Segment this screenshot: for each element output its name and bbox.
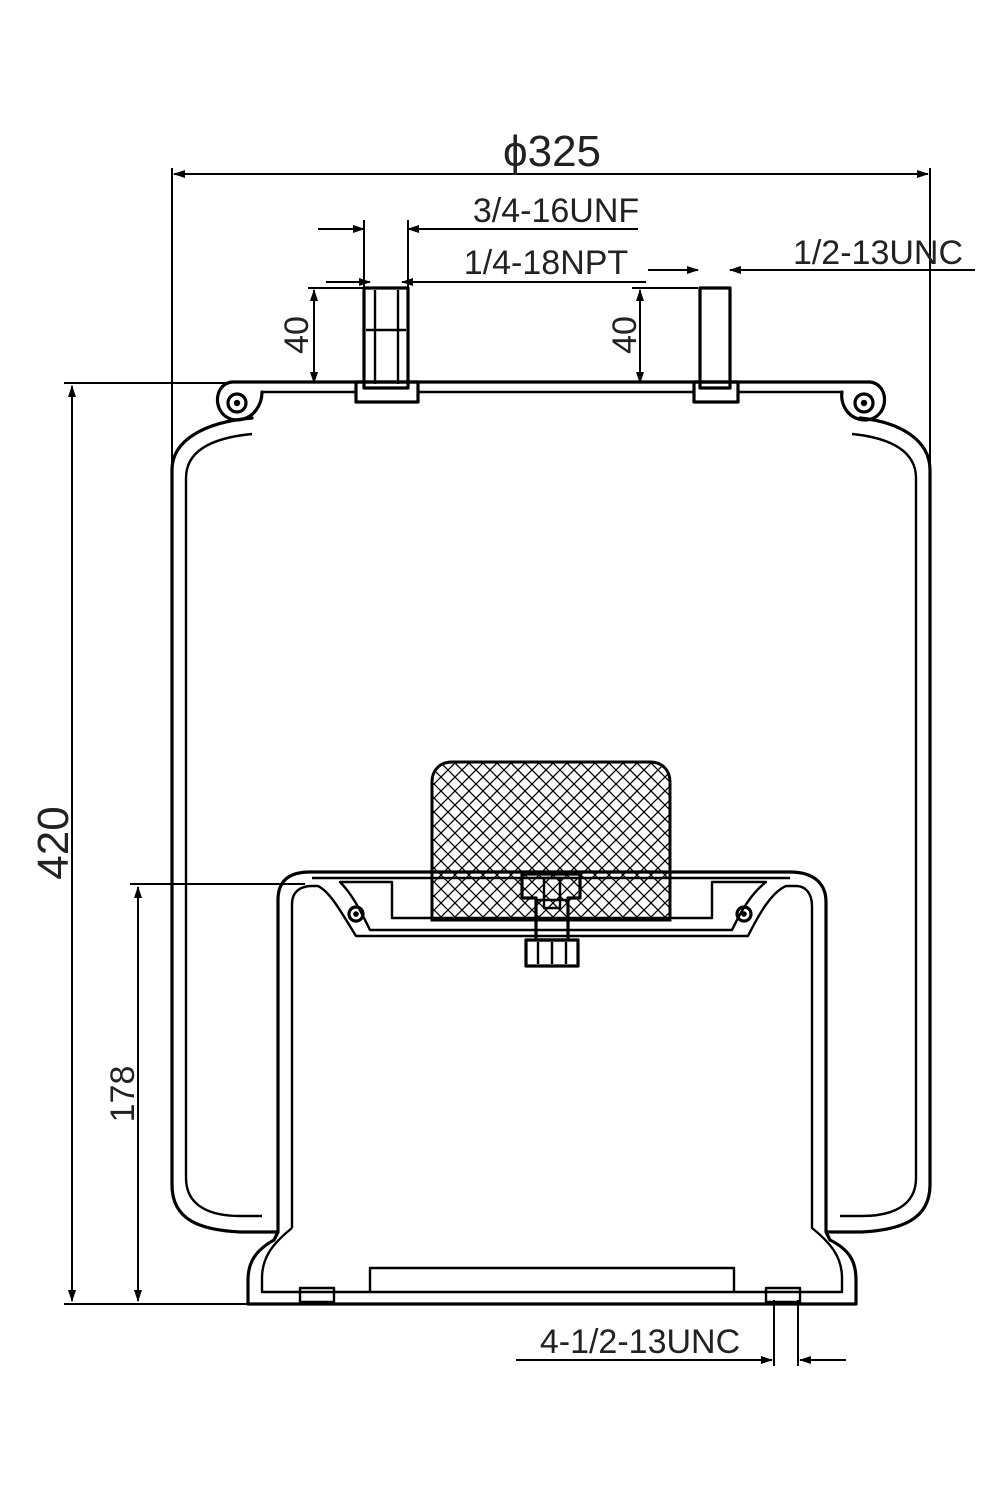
total-height-label: 420 [29,806,78,879]
stud-right-thread-label: 1/2-13UNC [793,234,963,272]
stud-right-height-label: 40 [606,316,644,354]
stud-left-thread-label: 3/4-16UNF [473,192,639,230]
piston-height-label: 178 [104,1066,142,1123]
stud-left-air-inlet [354,286,420,404]
piston [246,870,858,1306]
diameter-label: ϕ325 [503,127,601,176]
total-height-dimension: 420 [29,382,248,1305]
stud-left-thread-callout: 3/4-16UNF [318,192,639,290]
piston-height-dimension: 178 [104,883,305,1302]
air-inlet-thread-callout: 1/4-18NPT [326,244,646,286]
stud-left-height-label: 40 [278,316,316,354]
center-bolt [520,872,582,968]
stud-right [692,286,740,404]
stud-right-height-dimension: 40 [606,287,698,384]
rubber-bellows [170,416,932,1234]
base-holes-thread-callout: 4-1/2-13UNC [516,1300,846,1366]
rubber-bumper [430,760,672,922]
top-bead-plate [215,380,887,422]
stud-right-thread-callout: 1/2-13UNC [648,234,975,274]
base-holes-thread-label: 4-1/2-13UNC [540,1323,740,1361]
air-inlet-thread-label: 1/4-18NPT [464,244,628,282]
stud-left-height-dimension: 40 [278,287,364,384]
